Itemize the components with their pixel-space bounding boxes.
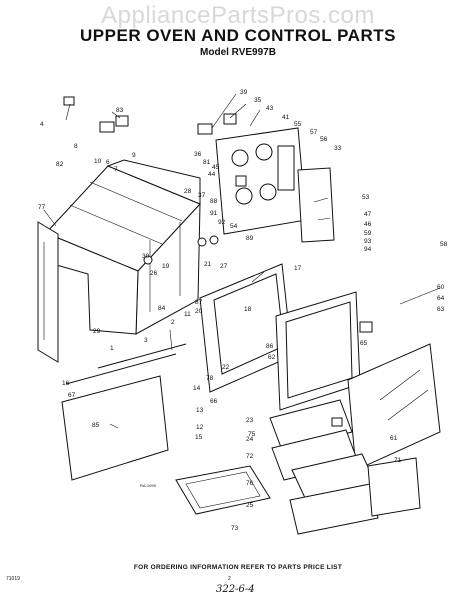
part-label: 41 <box>282 114 290 121</box>
element-strip <box>97 343 187 369</box>
part-label: 11 <box>184 311 191 318</box>
part-label: 25 <box>246 502 254 509</box>
part-label: 88 <box>210 198 218 205</box>
rack-supports <box>367 457 421 517</box>
part-label: 89 <box>246 235 254 242</box>
trim-panel <box>297 167 335 243</box>
part-label: 1 <box>110 345 114 352</box>
front-frame <box>199 263 293 393</box>
part-label: 56 <box>320 136 328 143</box>
element-strip <box>65 353 177 385</box>
handwritten-note: 322-6-4 <box>216 584 255 595</box>
part-label: 67 <box>68 392 76 399</box>
part-label: 20 <box>195 308 203 315</box>
part-label: 43 <box>266 105 274 112</box>
part-label: 17 <box>294 265 302 272</box>
part-label: 72 <box>246 453 254 460</box>
model-number: Model RVE997B <box>200 47 276 58</box>
part-label: 73 <box>231 525 239 532</box>
side-panel <box>37 221 59 363</box>
part-label: 53 <box>362 194 370 201</box>
oven-door <box>275 291 361 411</box>
part-label: 78 <box>206 375 214 382</box>
part-label: 66 <box>210 398 218 405</box>
page-number: 2 <box>228 576 231 582</box>
part-label: 46 <box>364 221 372 228</box>
part-label: 65 <box>360 340 368 347</box>
part-label: 83 <box>116 107 124 114</box>
part-label: 76 <box>246 480 254 487</box>
part-label: 13 <box>196 407 204 414</box>
part-label: 30 <box>142 253 150 260</box>
part-label: 6 <box>106 159 110 166</box>
part-label: 64 <box>437 295 445 302</box>
part-label: 84 <box>158 305 166 312</box>
drip-pan <box>289 483 379 535</box>
part-label: 60 <box>437 284 445 291</box>
part-label: 44 <box>208 171 216 178</box>
part-label: 47 <box>364 211 372 218</box>
part-label: 7 <box>114 166 118 173</box>
part-label: 58 <box>440 241 448 248</box>
part-label: 39 <box>240 89 248 96</box>
part-label: 71 <box>394 457 402 464</box>
small-parts <box>63 96 373 427</box>
part-label: 14 <box>193 385 201 392</box>
diagram-reference: RA-1099 <box>140 483 156 488</box>
part-label: 82 <box>56 161 64 168</box>
page-title: UPPER OVEN AND CONTROL PARTS <box>80 26 396 45</box>
control-panel <box>215 127 307 235</box>
part-label: 15 <box>195 434 203 441</box>
part-label: 63 <box>437 306 445 313</box>
part-label: 19 <box>162 263 170 270</box>
part-label: 62 <box>268 354 276 361</box>
ordering-note: FOR ORDERING INFORMATION REFER TO PARTS … <box>133 564 343 571</box>
broiler-pan <box>175 465 271 515</box>
part-label: 37 <box>198 192 206 199</box>
leader-lines <box>43 93 441 429</box>
part-label: 36 <box>194 151 202 158</box>
part-label: 75 <box>248 431 256 438</box>
oven-cabinet <box>45 159 201 335</box>
part-label: 91 <box>210 210 218 217</box>
part-label: 45 <box>212 164 220 171</box>
document-code: 71019 <box>6 576 20 582</box>
part-label: 2 <box>171 319 175 326</box>
part-label: 85 <box>92 422 100 429</box>
part-label: 21 <box>204 261 212 268</box>
door-glass <box>347 343 441 471</box>
part-label: 29 <box>93 328 101 335</box>
part-label: 87 <box>195 299 203 306</box>
part-label: 12 <box>196 424 204 431</box>
part-label: 77 <box>38 204 46 211</box>
part-label: 81 <box>203 159 211 166</box>
part-label: 18 <box>244 306 252 313</box>
part-label: 35 <box>254 97 262 104</box>
part-label: 94 <box>364 246 372 253</box>
part-label: 92 <box>218 219 226 226</box>
part-label: 27 <box>220 263 228 270</box>
bottom-pan <box>61 375 169 481</box>
part-label: 59 <box>364 230 372 237</box>
part-label: 23 <box>246 417 254 424</box>
part-label: 22 <box>222 364 230 371</box>
part-label: 33 <box>334 145 342 152</box>
watermark-text: AppliancePartsPros.com <box>101 2 375 29</box>
part-label: 55 <box>294 121 302 128</box>
part-label: 10 <box>94 158 102 165</box>
part-label: 9 <box>132 152 136 159</box>
part-label: 28 <box>184 188 192 195</box>
part-label: 54 <box>230 223 238 230</box>
part-label: 26 <box>150 270 158 277</box>
part-label: 4 <box>40 121 44 128</box>
part-label: 8 <box>74 143 78 150</box>
part-label: 93 <box>364 238 372 245</box>
part-label: 16 <box>62 380 70 387</box>
part-label: 3 <box>144 337 148 344</box>
part-label: 57 <box>310 129 318 136</box>
part-label: 61 <box>390 435 398 442</box>
part-label: 86 <box>266 343 274 350</box>
part-label: 24 <box>246 436 254 443</box>
